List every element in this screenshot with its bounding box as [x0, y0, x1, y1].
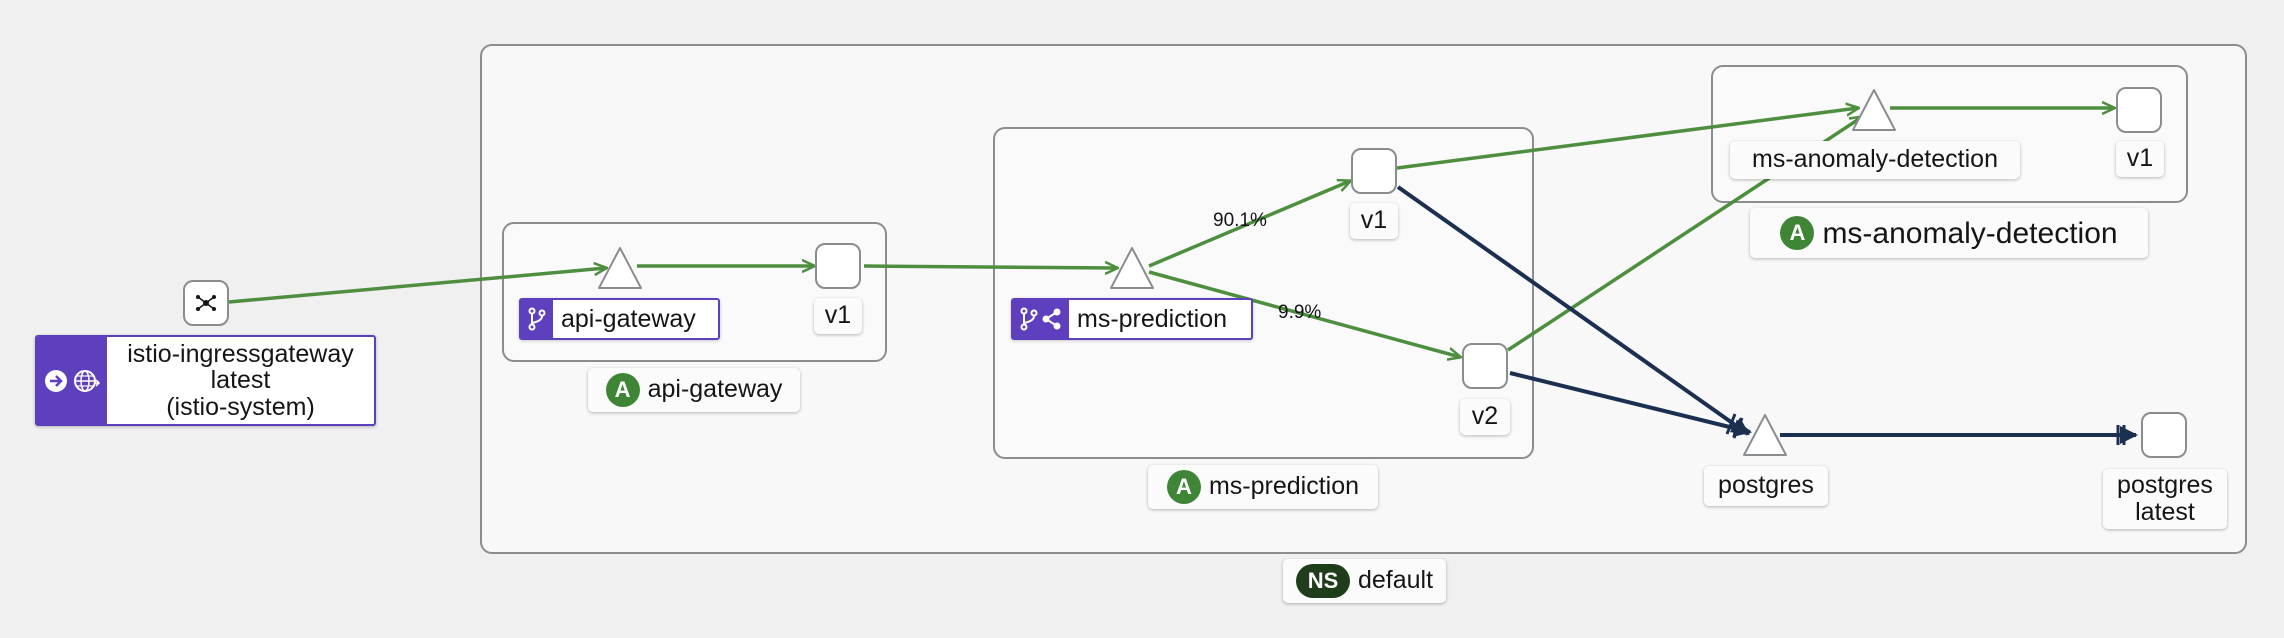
tcp-tick-mark [1732, 417, 1744, 439]
app-label-text: ms-anomaly-detection [1822, 216, 2118, 250]
app-box-ms-prediction[interactable] [993, 127, 1534, 459]
app-badge: A [1166, 470, 1201, 504]
service-label-text: ms-prediction [1077, 304, 1228, 333]
workload-label-ms-prediction-v2: v2 [1460, 399, 1510, 435]
service-label-postgres[interactable]: postgres [1704, 466, 1828, 506]
tcp-tick-mark [1725, 413, 1737, 435]
app-label-text: api-gateway [647, 375, 783, 404]
ingress-name: istio-ingressgateway [127, 340, 354, 369]
edge-ms-prediction-v2-to-postgres[interactable] [1509, 371, 1752, 437]
service-label-text: api-gateway [561, 304, 696, 333]
ingress-version: latest [210, 366, 271, 395]
edge-ms-prediction-v1-to-anomaly[interactable] [1396, 108, 1858, 170]
workload-name: postgres [2117, 470, 2213, 499]
edge-ms-prediction-to-v1[interactable] [1148, 181, 1350, 268]
workload-label-postgres: postgres latest [2103, 469, 2227, 529]
network-hub-icon [196, 295, 216, 311]
service-label-ms-anomaly-detection[interactable]: ms-anomaly-detection [1730, 141, 2020, 179]
service-label-api-gateway[interactable]: api-gateway [519, 298, 720, 340]
app-label-text: ms-prediction [1208, 472, 1360, 501]
workload-label-ms-prediction-v1: v1 [1350, 203, 1398, 239]
workload-node-api-gateway-v1[interactable] [815, 243, 861, 289]
workload-label-ms-anomaly-detection-v1: v1 [2116, 141, 2164, 177]
service-label-ms-prediction[interactable]: ms-prediction [1011, 298, 1253, 340]
workload-node-ms-prediction-v2[interactable] [1462, 343, 1508, 389]
branch-icon [521, 300, 553, 338]
workload-node-postgres[interactable] [2141, 412, 2187, 458]
globe-icon [74, 369, 100, 392]
service-node-api-gateway[interactable] [598, 247, 642, 289]
edge-label-to-v1: 90.1% [1213, 210, 1267, 231]
workload-version: latest [2135, 498, 2195, 526]
app-box-ms-anomaly-detection[interactable] [1711, 65, 2188, 203]
service-node-ms-prediction[interactable] [1110, 247, 1154, 289]
edge-api-gateway-v1-to-ms-prediction[interactable] [863, 266, 1117, 268]
service-node-postgres[interactable] [1743, 414, 1787, 456]
namespace-badge: NS [1295, 564, 1350, 598]
edge-ingress-to-api-gateway[interactable] [228, 268, 606, 304]
ingress-namespace: (istio-system) [166, 392, 315, 421]
workload-node-ms-prediction-v1[interactable] [1351, 148, 1397, 194]
app-badge: A [1780, 216, 1815, 250]
workload-node-ms-anomaly-detection-v1[interactable] [2116, 87, 2162, 133]
ingress-icons [37, 337, 107, 424]
namespace-name: default [1357, 566, 1434, 595]
edge-ms-prediction-v1-to-postgres[interactable] [1396, 185, 1750, 436]
edge-label-to-v2: 9.9% [1278, 302, 1322, 323]
ingress-node[interactable] [183, 280, 229, 326]
service-node-ms-anomaly-detection[interactable] [1852, 89, 1896, 131]
branch-share-icon [1013, 300, 1069, 338]
app-badge: A [605, 373, 640, 407]
edge-ms-prediction-to-v2[interactable] [1148, 270, 1460, 357]
ingress-gateway-label[interactable]: istio-ingressgateway latest (istio-syste… [35, 335, 376, 426]
arrow-circle-right-icon [45, 369, 67, 392]
workload-label-api-gateway-v1: v1 [814, 298, 862, 334]
